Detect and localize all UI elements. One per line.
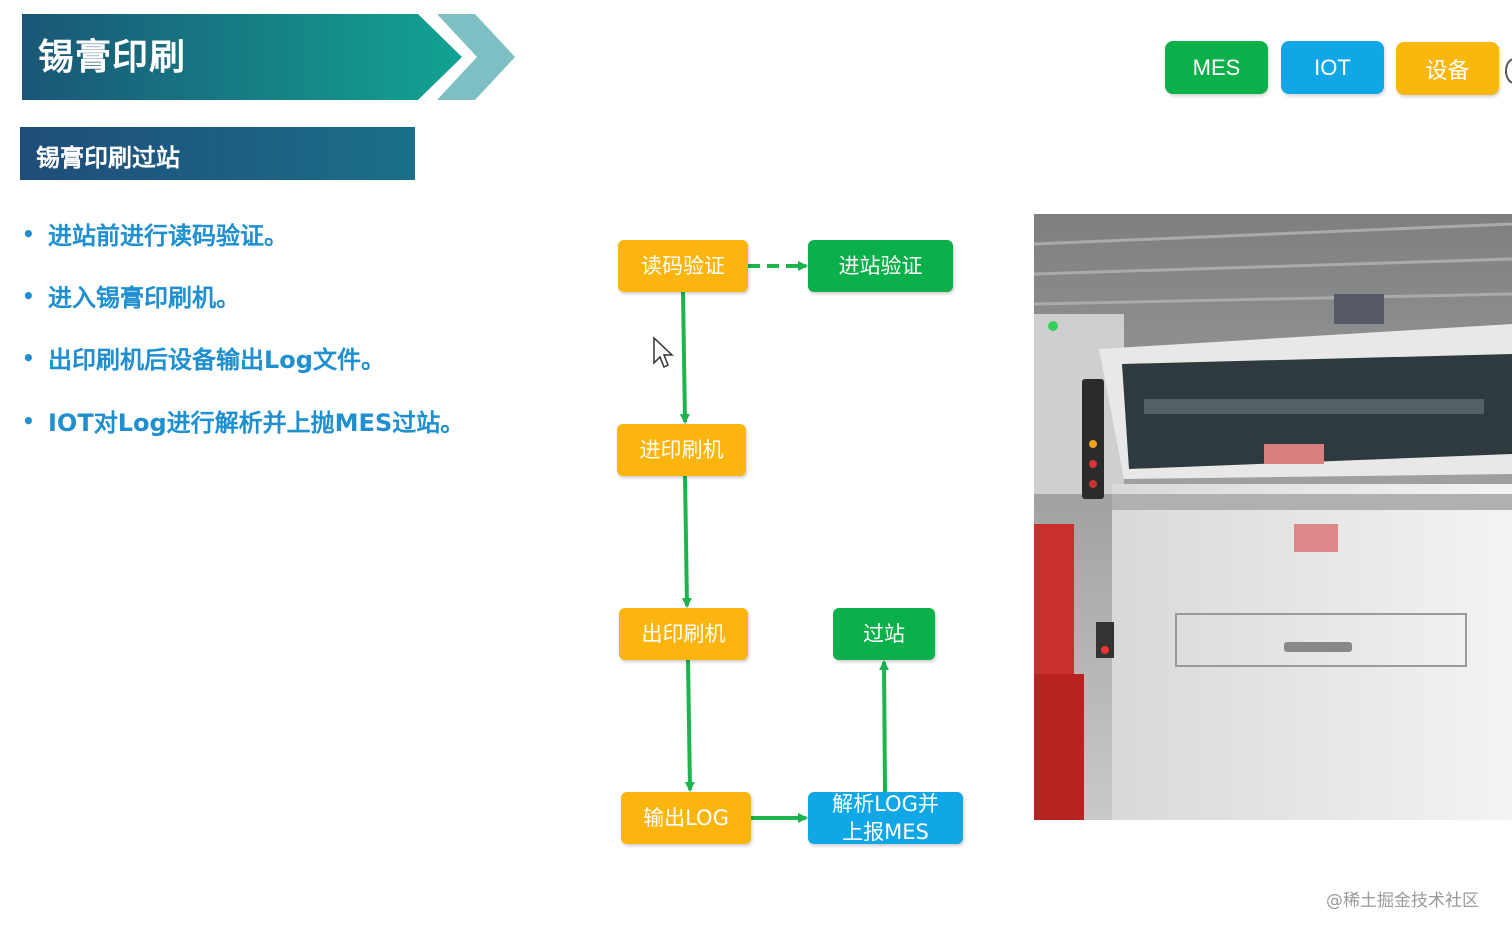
arrow-enter-to-exit — [681, 475, 692, 608]
watermark: @稀土掘金技术社区 — [1326, 891, 1479, 911]
bullet-text: 进入锡膏印刷机。 — [48, 284, 240, 312]
parse-log-line-1: 解析LOG并 — [832, 792, 939, 816]
title-banner — [22, 14, 515, 100]
banner-chevron-light — [437, 14, 515, 100]
arrow-read-to-enter-printer — [679, 291, 690, 424]
flow-node-read-code-verify: 读码验证 — [618, 240, 748, 292]
partial-circle-icon — [1505, 58, 1512, 84]
flow-node-parse-log-report-mes: 解析LOG并 上报MES — [808, 792, 963, 844]
bullet-dot-icon: • — [22, 222, 35, 246]
mouse-cursor-icon — [653, 336, 674, 369]
section-title: 锡膏印刷过站 — [36, 144, 180, 172]
section-header: 锡膏印刷过站 — [20, 127, 415, 180]
equipment-button[interactable]: 设备 — [1396, 42, 1499, 95]
bullet-text: 出印刷机后设备输出Log文件。 — [48, 346, 385, 374]
bullet-dot-icon: • — [22, 409, 35, 433]
bullet-text: 进站前进行读码验证。 — [48, 222, 288, 250]
arrow-exit-to-output-log — [684, 659, 695, 792]
flow-node-output-log: 输出LOG — [621, 792, 751, 844]
page-title: 锡膏印刷 — [38, 37, 187, 78]
arrow-parse-to-pass — [879, 660, 890, 793]
bullet-dot-icon: • — [22, 346, 35, 370]
flow-node-enter-printer: 进印刷机 — [617, 424, 746, 476]
parse-log-line-2: 上报MES — [842, 820, 929, 844]
mes-button[interactable]: MES — [1165, 41, 1268, 94]
solder-paste-printer-photo — [1034, 214, 1512, 820]
bullet-dot-icon: • — [22, 284, 35, 308]
flow-node-pass-station: 过站 — [833, 608, 935, 660]
flow-node-station-entry-verify: 进站验证 — [808, 240, 953, 292]
flow-node-exit-printer: 出印刷机 — [619, 608, 748, 660]
banner-main-shape — [22, 14, 462, 100]
bullet-text: IOT对Log进行解析并上抛MES过站。 — [48, 409, 465, 437]
iot-button[interactable]: IOT — [1281, 41, 1384, 94]
